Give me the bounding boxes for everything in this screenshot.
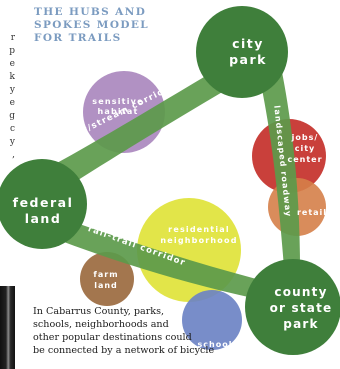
city-park-hub — [196, 6, 288, 98]
county-park-label-1: county — [274, 285, 327, 299]
diagram-caption: In Cabarrus County, parks, schools, neig… — [33, 305, 248, 357]
residential-label-1: residential — [168, 225, 230, 234]
city-park-label-1: city — [232, 36, 264, 51]
retail-label: retail — [297, 208, 327, 217]
rail-trail-spoke — [48, 216, 268, 300]
farm-land-bubble — [80, 252, 134, 306]
heading-line: FOR TRAILS — [34, 32, 122, 44]
diagram-heading: THE HUBS AND SPOKES MODEL FOR TRAILS — [34, 6, 184, 45]
school-bubble — [182, 290, 242, 350]
river-stream-spoke — [44, 58, 246, 194]
left-column-text: r p e k y e g c y , — [0, 0, 16, 369]
caption-line: schools, neighborhoods and — [33, 319, 169, 330]
residential-label-2: neighborhood — [160, 236, 237, 245]
county-park-label-2: or state — [270, 301, 333, 315]
text-fragment: k — [9, 72, 15, 82]
text-fragment: c — [9, 124, 15, 134]
city-park-label-2: park — [229, 52, 267, 67]
sensitive-habitat-label-2: habitat — [97, 107, 138, 116]
text-fragment: , — [12, 150, 15, 160]
text-fragment: y — [9, 137, 15, 147]
farm-land-label-1: farm — [93, 270, 118, 279]
farm-land-label-2: land — [94, 281, 118, 290]
jobs-label-1: jobs/ — [291, 133, 319, 142]
landscaped-roadway-spoke — [256, 62, 300, 268]
caption-line: be connected by a network of bicycle — [33, 345, 215, 356]
text-fragment: r — [10, 33, 15, 43]
federal-land-label-2: land — [25, 211, 62, 226]
caption-line: other popular destinations could — [33, 332, 192, 343]
text-fragment: y — [9, 85, 15, 95]
cropped-photo — [0, 286, 15, 369]
text-fragment: g — [9, 111, 15, 121]
heading-line: THE HUBS AND — [34, 6, 147, 18]
school-label: school — [198, 340, 233, 349]
federal-land-label-1: federal — [13, 195, 74, 210]
sensitive-habitat-label-1: sensitive — [92, 97, 143, 106]
county-park-label-3: park — [283, 317, 318, 331]
text-fragment: e — [9, 59, 15, 69]
text-fragment: p — [9, 46, 15, 56]
federal-land-hub — [0, 159, 87, 249]
jobs-label-2: city — [295, 144, 316, 153]
caption-line: In Cabarrus County, parks, — [33, 306, 165, 317]
text-fragment: e — [9, 98, 15, 108]
heading-line: SPOKES MODEL — [34, 19, 150, 31]
jobs-label-3: center — [287, 155, 322, 164]
county-park-hub — [245, 259, 340, 355]
